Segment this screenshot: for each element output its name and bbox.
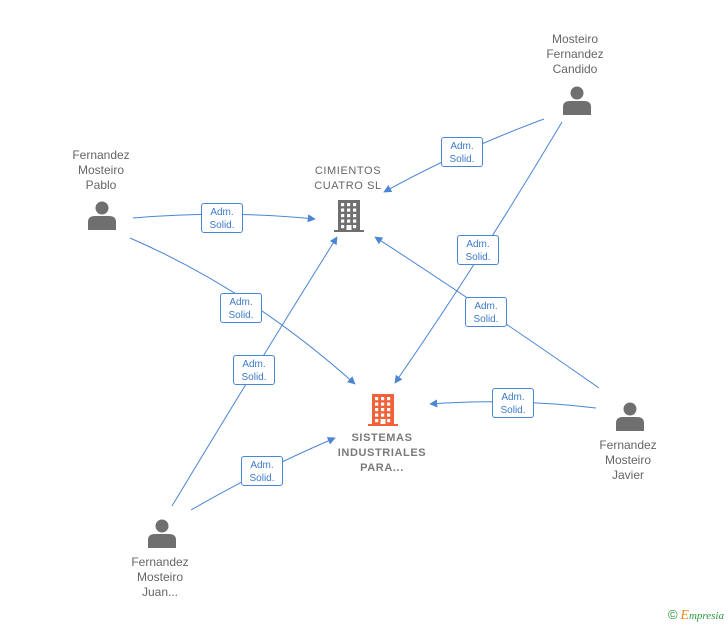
person-label-pablo[interactable]: Fernandez Mosteiro Pablo xyxy=(72,148,130,192)
brand-name: mpresia xyxy=(688,610,724,622)
empresia-footer[interactable]: © Empresia xyxy=(668,607,724,624)
person-icon-candido[interactable] xyxy=(563,86,591,116)
person-label-candido[interactable]: Mosteiro Fernandez Candido xyxy=(546,32,604,76)
edge-label-candido-sistemas[interactable]: Adm. Solid. xyxy=(457,235,499,265)
person-label-juan[interactable]: Fernandez Mosteiro Juan... xyxy=(131,555,189,599)
edge-label-javier-sistemas[interactable]: Adm. Solid. xyxy=(492,388,534,418)
edge-label-juan-cimientos[interactable]: Adm. Solid. xyxy=(233,355,275,385)
edge-label-pablo-cimientos[interactable]: Adm. Solid. xyxy=(201,203,243,233)
copyright-symbol: © xyxy=(668,607,678,622)
edge-label-candido-cimientos[interactable]: Adm. Solid. xyxy=(441,137,483,167)
company-label-cimientos[interactable]: CIMIENTOS CUATRO SL xyxy=(314,165,382,192)
edge-label-juan-sistemas[interactable]: Adm. Solid. xyxy=(241,456,283,486)
building-icon-cimientos[interactable] xyxy=(334,200,364,232)
edge-label-javier-cimientos[interactable]: Adm. Solid. xyxy=(465,297,507,327)
person-label-javier[interactable]: Fernandez Mosteiro Javier xyxy=(599,438,657,482)
person-icon-javier[interactable] xyxy=(616,402,644,432)
person-icon-pablo[interactable] xyxy=(88,201,116,231)
brand-initial: E xyxy=(680,608,689,623)
company-label-sistemas[interactable]: SISTEMAS INDUSTRIALES PARA... xyxy=(337,432,427,474)
person-icon-juan[interactable] xyxy=(148,519,176,549)
edge-label-pablo-sistemas[interactable]: Adm. Solid. xyxy=(220,293,262,323)
building-icon-sistemas[interactable] xyxy=(368,394,398,426)
